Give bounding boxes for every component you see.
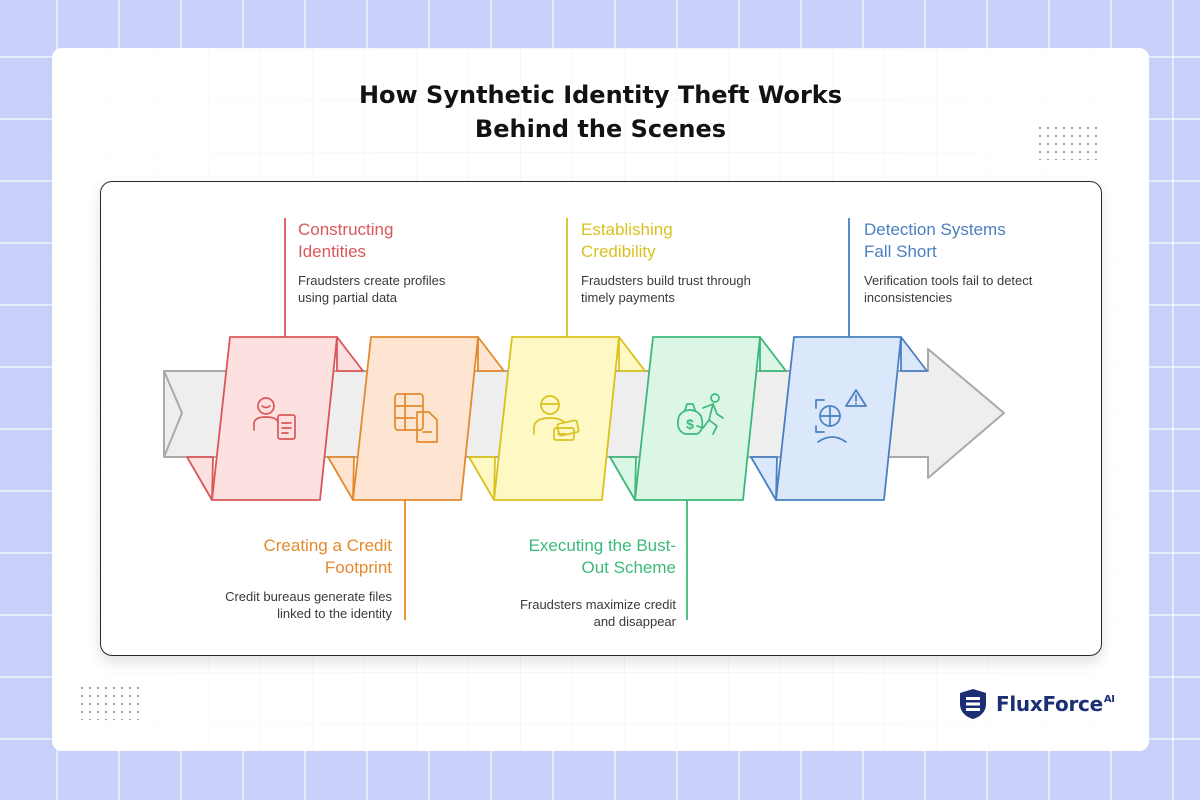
step-4-shape — [609, 336, 787, 501]
dot-pattern-top-right — [1036, 124, 1100, 160]
step-3-description: Fraudsters build trust through timely pa… — [581, 273, 751, 305]
step-panel — [634, 336, 761, 501]
step-1-description: Fraudsters create profiles using partial… — [298, 273, 446, 305]
brand-suffix: AI — [1103, 694, 1115, 705]
step-4-description: Fraudsters maximize credit and disappear — [519, 597, 676, 629]
step-fold-bottom — [468, 456, 496, 501]
title-line-1: How Synthetic Identity Theft Works — [358, 81, 843, 109]
person-payment-icon — [533, 395, 580, 441]
step-fold-top — [618, 336, 646, 372]
step-1-title: Constructing Identities — [298, 220, 394, 261]
step-fold-top — [336, 336, 364, 372]
face-scan-warning-icon — [815, 389, 867, 443]
step-5-description: Verification tools fail to detect incons… — [864, 273, 1033, 305]
step-3-title: Establishing Credibility — [581, 220, 673, 261]
step-fold-bottom — [327, 456, 355, 501]
shield-logo-icon — [960, 689, 986, 719]
step-2-description: Credit bureaus generate files linked to … — [225, 589, 392, 621]
step-fold-top — [900, 336, 928, 372]
title-line-2: Behind the Scenes — [474, 115, 727, 143]
spreadsheet-file-icon — [394, 393, 438, 443]
step-panel — [775, 336, 902, 501]
step-5-title: Detection Systems Fall Short — [864, 220, 1006, 261]
process-diagram: $ — [163, 218, 1005, 620]
brand-logo: FluxForceAI — [958, 688, 1128, 720]
running-money-bag-icon: $ — [677, 393, 724, 435]
brand-name: FluxForce — [996, 692, 1103, 716]
dot-pattern-bottom-left — [78, 684, 142, 720]
step-fold-top — [759, 336, 787, 372]
step-fold-bottom — [186, 456, 214, 501]
step-5-shape — [750, 336, 928, 501]
step-fold-bottom — [750, 456, 778, 501]
page-title: How Synthetic Identity Theft Works Behin… — [52, 78, 1149, 146]
content-card: How Synthetic Identity Theft Works Behin… — [52, 48, 1149, 751]
step-2-title: Creating a Credit Footprint — [263, 536, 392, 577]
step-fold-top — [477, 336, 505, 372]
step-4-title: Executing the Bust-Out Scheme — [528, 536, 676, 577]
svg-text:$: $ — [686, 416, 694, 432]
person-document-icon — [253, 397, 296, 440]
step-fold-bottom — [609, 456, 637, 501]
